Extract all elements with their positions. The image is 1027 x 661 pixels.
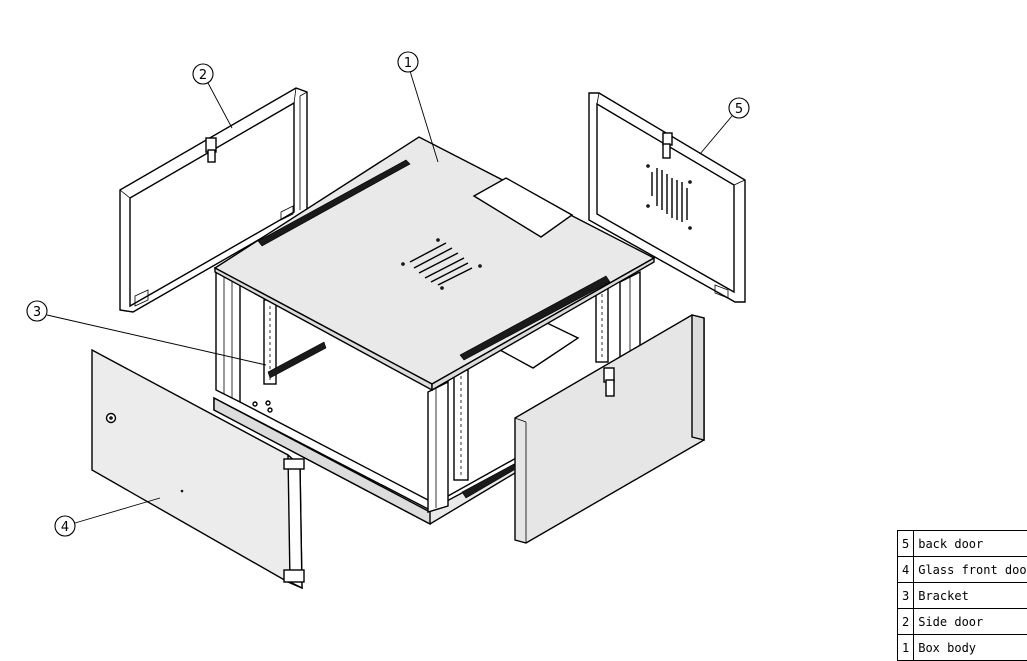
callout-3-number: 3 bbox=[33, 305, 41, 320]
part-name: back door bbox=[913, 530, 1027, 557]
part-name: Side door bbox=[913, 608, 1027, 635]
part-number: 5 bbox=[896, 530, 915, 557]
callout-4-number: 4 bbox=[61, 520, 69, 535]
side-door bbox=[119, 87, 308, 313]
glass-front-door bbox=[91, 348, 305, 590]
back-door-vent bbox=[646, 164, 692, 230]
callout-5-number: 5 bbox=[735, 102, 743, 117]
callout-3: 3 bbox=[26, 300, 267, 366]
parts-list-row: 4 Glass front door bbox=[896, 556, 1027, 583]
parts-list-row: 3 Bracket bbox=[896, 582, 1027, 609]
side-panel-right bbox=[514, 314, 705, 544]
box-body bbox=[213, 136, 656, 526]
rail-holes bbox=[269, 294, 603, 476]
callout-1-number: 1 bbox=[404, 56, 412, 71]
callout-2: 2 bbox=[192, 63, 233, 129]
callout-2-number: 2 bbox=[199, 68, 207, 83]
part-number: 2 bbox=[896, 608, 915, 635]
part-number: 1 bbox=[896, 634, 915, 661]
top-vent bbox=[401, 238, 482, 290]
part-number: 4 bbox=[896, 556, 915, 583]
parts-list-row: 2 Side door bbox=[896, 608, 1027, 635]
parts-list-row: 5 back door bbox=[896, 530, 1027, 557]
part-name: Box body bbox=[913, 634, 1027, 661]
parts-list-table: 5 back door 4 Glass front door 3 Bracket… bbox=[896, 530, 1027, 661]
callout-5: 5 bbox=[699, 97, 750, 155]
callout-4: 4 bbox=[54, 497, 161, 537]
part-name: Bracket bbox=[913, 582, 1027, 609]
part-name: Glass front door bbox=[913, 556, 1027, 583]
callout-1: 1 bbox=[397, 51, 439, 163]
back-door bbox=[588, 92, 746, 303]
parts-list-row: 1 Box body bbox=[896, 634, 1027, 661]
part-number: 3 bbox=[896, 582, 915, 609]
